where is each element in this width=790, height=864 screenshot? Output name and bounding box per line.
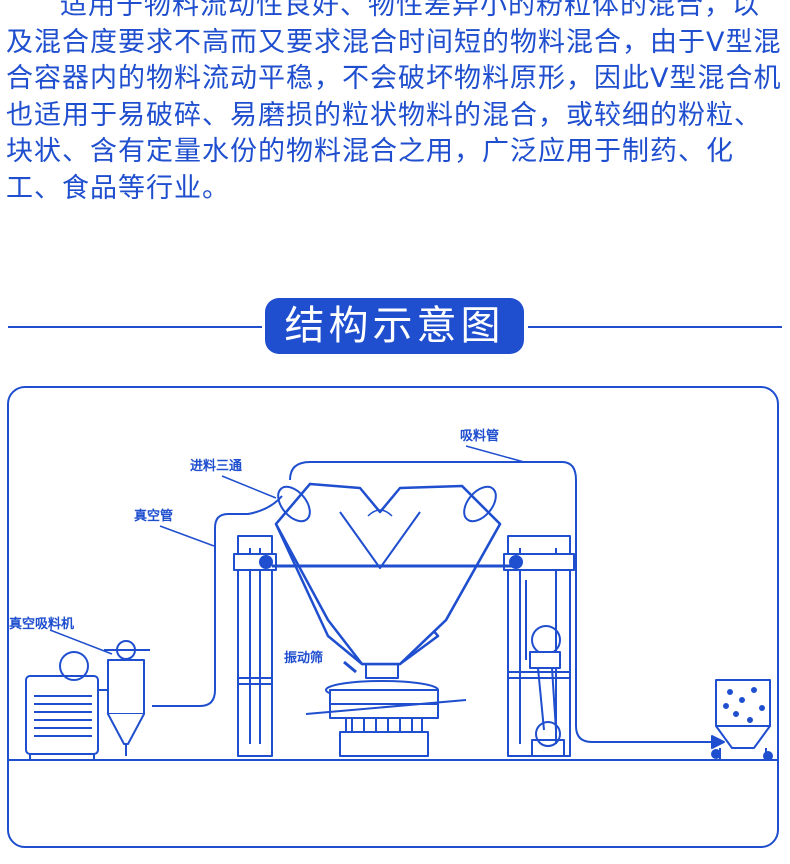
label-vacuum-pipe: 真空管 bbox=[134, 508, 173, 524]
suction-pipe-end bbox=[711, 735, 725, 749]
left-support-frame bbox=[233, 535, 277, 757]
title-rule-right bbox=[528, 326, 782, 328]
v-mixer bbox=[272, 482, 520, 679]
right-support-frame bbox=[503, 535, 575, 757]
label-vibrating-screen: 振动筛 bbox=[284, 650, 323, 666]
vacuum-pipe bbox=[152, 495, 283, 707]
intro-paragraph: 适用于物料流动性良好、物性差异小的粉粒体的混合，以及混合度要求不高而又要求混合时… bbox=[6, 0, 782, 204]
title-rule-left bbox=[8, 326, 262, 328]
leader-vacuum-pipe bbox=[159, 525, 215, 547]
suction-pipe bbox=[289, 461, 712, 743]
label-feed-tee: 进料三通 bbox=[190, 458, 242, 474]
leader-suction-pipe bbox=[465, 445, 525, 463]
vibrating-screen bbox=[305, 660, 467, 757]
leader-feed-tee bbox=[221, 475, 277, 499]
label-suction-pipe: 吸料管 bbox=[460, 428, 499, 444]
diagram-frame bbox=[7, 386, 779, 848]
vacuum-feeder bbox=[25, 640, 150, 760]
label-vacuum-feeder: 真空吸料机 bbox=[9, 616, 74, 632]
feed-hopper bbox=[711, 679, 773, 761]
leader-vacuum-feeder bbox=[49, 629, 113, 655]
section-title: 结构示意图 bbox=[265, 298, 524, 354]
